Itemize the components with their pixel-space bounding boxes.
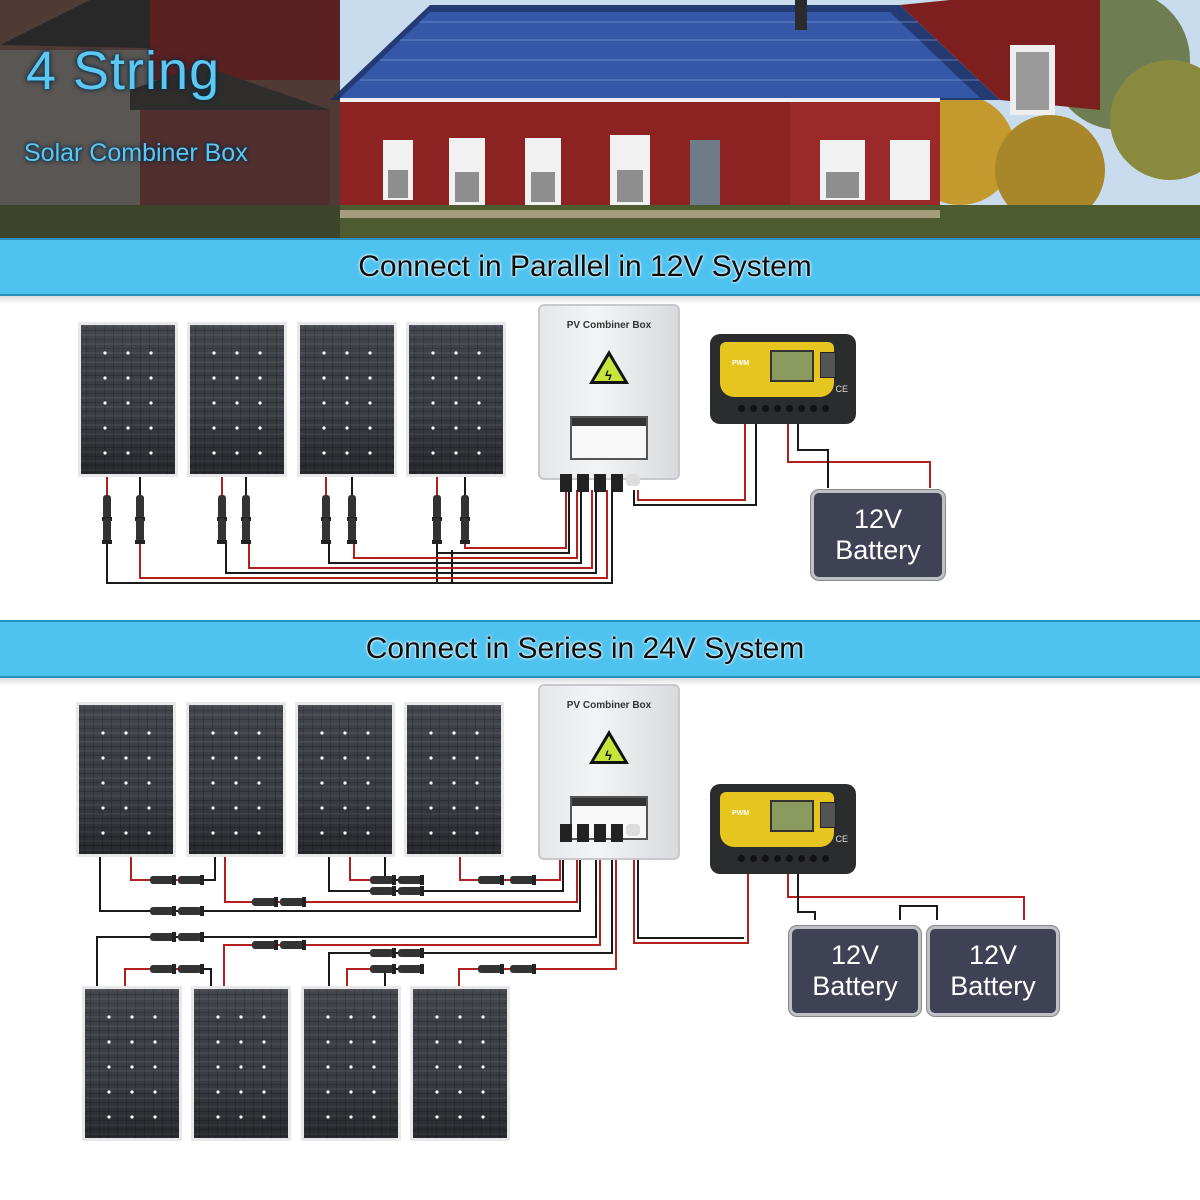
combiner-label: PV Combiner Box: [566, 320, 652, 331]
battery: 12V Battery: [927, 926, 1059, 1016]
controller-label: PWM: [732, 810, 750, 817]
lightning-bolt-icon: ϟ: [605, 748, 612, 763]
solar-panel: [406, 322, 506, 477]
band-shadow: [0, 678, 1200, 686]
lcd-display: [770, 350, 814, 382]
terminal: [786, 405, 793, 412]
hero-subtitle: Solar Combiner Box: [24, 139, 248, 167]
controller-label: PWM: [732, 360, 750, 367]
battery-voltage: 12V: [853, 504, 903, 534]
terminal: [738, 405, 745, 412]
terminal: [762, 855, 769, 862]
warning-sticker: [570, 416, 648, 460]
section-heading-series: Connect in Series in 24V System: [0, 620, 1200, 678]
terminal: [774, 855, 781, 862]
combiner-input-ports: [560, 474, 640, 492]
pwm-charge-controller: PWM CE: [710, 784, 856, 874]
solar-panel: [410, 986, 510, 1141]
parallel-wires: [106, 422, 931, 584]
lightning-bolt-icon: ϟ: [605, 368, 612, 383]
terminal: [762, 405, 769, 412]
battery: 12V Battery: [811, 490, 945, 580]
terminal: [738, 855, 745, 862]
section-heading-text: Connect in Parallel in 12V System: [358, 250, 812, 283]
battery-label: Battery: [812, 971, 898, 1001]
terminal: [798, 855, 805, 862]
pv-combiner-box: PV Combiner Box ϟ: [538, 684, 680, 860]
ce-mark: CE: [835, 834, 848, 844]
usb-port-icon: [820, 352, 836, 378]
ce-mark: CE: [835, 384, 848, 394]
combiner-input-ports: [560, 824, 640, 842]
terminal: [822, 405, 829, 412]
terminal: [798, 405, 805, 412]
pwm-charge-controller: PWM CE: [710, 334, 856, 424]
solar-panel: [186, 702, 286, 857]
solar-panel: [191, 986, 291, 1141]
solar-panel: [404, 702, 504, 857]
usb-port-icon: [820, 802, 836, 828]
solar-panel: [78, 322, 178, 477]
battery-label: Battery: [835, 535, 921, 565]
solar-panel: [76, 702, 176, 857]
section-heading-text: Connect in Series in 24V System: [365, 632, 805, 665]
battery-voltage: 12V: [968, 940, 1018, 970]
solar-panel: [301, 986, 401, 1141]
hero-title: 4 String: [26, 41, 221, 101]
high-voltage-warning-icon: [589, 730, 629, 764]
solar-panel: [82, 986, 182, 1141]
combiner-label: PV Combiner Box: [566, 700, 652, 711]
terminal: [822, 855, 829, 862]
terminal: [810, 405, 817, 412]
mc4-connectors: [150, 875, 536, 974]
terminal: [774, 405, 781, 412]
solar-panel: [295, 702, 395, 857]
terminal: [786, 855, 793, 862]
high-voltage-warning-icon: [589, 350, 629, 384]
battery-voltage: 12V: [830, 940, 880, 970]
solar-panel: [187, 322, 287, 477]
section-heading-parallel: Connect in Parallel in 12V System: [0, 238, 1200, 296]
battery-label: Battery: [950, 971, 1036, 1001]
terminal: [750, 855, 757, 862]
pv-combiner-box: PV Combiner Box ϟ: [538, 304, 680, 480]
terminal: [750, 405, 757, 412]
mc4-connectors: [102, 495, 470, 544]
battery: 12V Battery: [789, 926, 921, 1016]
hero-banner: 4 String Solar Combiner Box: [0, 0, 1200, 238]
solar-panel: [297, 322, 397, 477]
band-shadow: [0, 296, 1200, 304]
lcd-display: [770, 800, 814, 832]
terminal: [810, 855, 817, 862]
farmhouse-scene-image: [0, 0, 1200, 238]
